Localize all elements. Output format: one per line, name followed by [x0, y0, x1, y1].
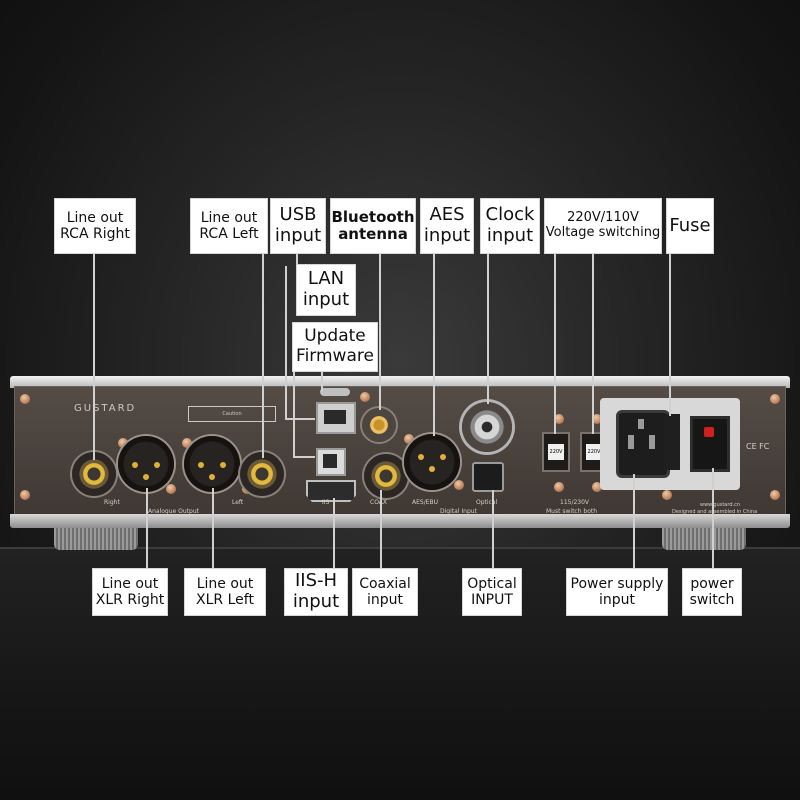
port-label-digital-input: Digital Input — [440, 508, 477, 515]
port-label-left: Left — [232, 499, 244, 506]
usb-b-port — [316, 448, 346, 476]
iec-power-inlet — [616, 410, 670, 478]
chassis-top — [10, 376, 790, 388]
leader-line — [333, 498, 335, 568]
leader-line — [633, 474, 635, 568]
screw — [454, 480, 464, 490]
screw — [404, 434, 414, 444]
screw — [360, 392, 370, 402]
screw — [118, 438, 128, 448]
port-label-optical: Optical — [476, 499, 498, 506]
lan-port — [316, 402, 356, 434]
leader-line — [492, 490, 494, 568]
screw — [770, 394, 780, 404]
leader-line — [433, 254, 435, 436]
brand-logo: GUSTARD — [74, 403, 137, 414]
leader-line — [293, 456, 315, 458]
leader-line — [285, 266, 287, 420]
screw — [166, 484, 176, 494]
caution-label: Caution — [188, 406, 276, 422]
chassis-bottom — [10, 514, 790, 528]
leader-line — [380, 490, 382, 568]
screw — [592, 482, 602, 492]
leader-line — [146, 488, 148, 568]
leader-line — [296, 254, 298, 264]
leader-line — [379, 254, 381, 410]
xlr-left-jack — [184, 436, 240, 492]
device-foot-left — [54, 528, 138, 550]
screw — [770, 490, 780, 500]
port-label-iis: IIS — [322, 499, 330, 506]
voltage-switch-1: 220V — [542, 432, 570, 472]
aes-ebu-jack — [404, 434, 460, 490]
port-label-aes-ebu: AES/EBU — [412, 499, 439, 506]
screw — [20, 394, 30, 404]
port-label-right: Right — [104, 499, 120, 506]
port-label-made-in: Designed and assembled in China — [672, 509, 758, 515]
power-rocker-switch — [690, 416, 730, 472]
leader-line — [321, 372, 323, 392]
optical-port — [472, 462, 504, 492]
port-label-website: www.gustard.cn — [700, 502, 741, 508]
coaxial-jack — [364, 454, 408, 498]
screw — [182, 438, 192, 448]
leader-line — [554, 254, 556, 434]
leader-line — [93, 254, 95, 460]
xlr-right-jack — [118, 436, 174, 492]
device-foot-right — [662, 528, 746, 550]
iis-hdmi-port — [306, 480, 356, 502]
leader-line — [487, 254, 489, 404]
usb-c-port — [320, 388, 350, 396]
fuse-holder — [664, 414, 680, 470]
leader-line — [262, 254, 264, 458]
bluetooth-antenna-connector — [362, 408, 396, 442]
screw — [20, 490, 30, 500]
cert-marks: CE FC — [746, 442, 770, 451]
port-label-voltage-range: 115/230V — [560, 499, 590, 506]
table-edge — [0, 547, 800, 549]
screw — [662, 490, 672, 500]
screw — [554, 414, 564, 424]
leader-line — [712, 468, 714, 568]
clock-bnc-jack — [462, 402, 512, 452]
leader-line — [669, 254, 671, 416]
port-label-analogue-output: Analogue Output — [148, 508, 199, 515]
callout-fuse: Fuse — [666, 198, 714, 254]
leader-line — [592, 254, 594, 434]
port-label-coax: COAX — [370, 499, 388, 506]
port-label-must-switch: Must switch both — [546, 508, 598, 515]
screw — [592, 414, 602, 424]
rca-left-jack — [240, 452, 284, 496]
leader-line — [285, 418, 315, 420]
leader-line — [293, 322, 295, 458]
screw — [554, 482, 564, 492]
leader-line — [212, 488, 214, 568]
